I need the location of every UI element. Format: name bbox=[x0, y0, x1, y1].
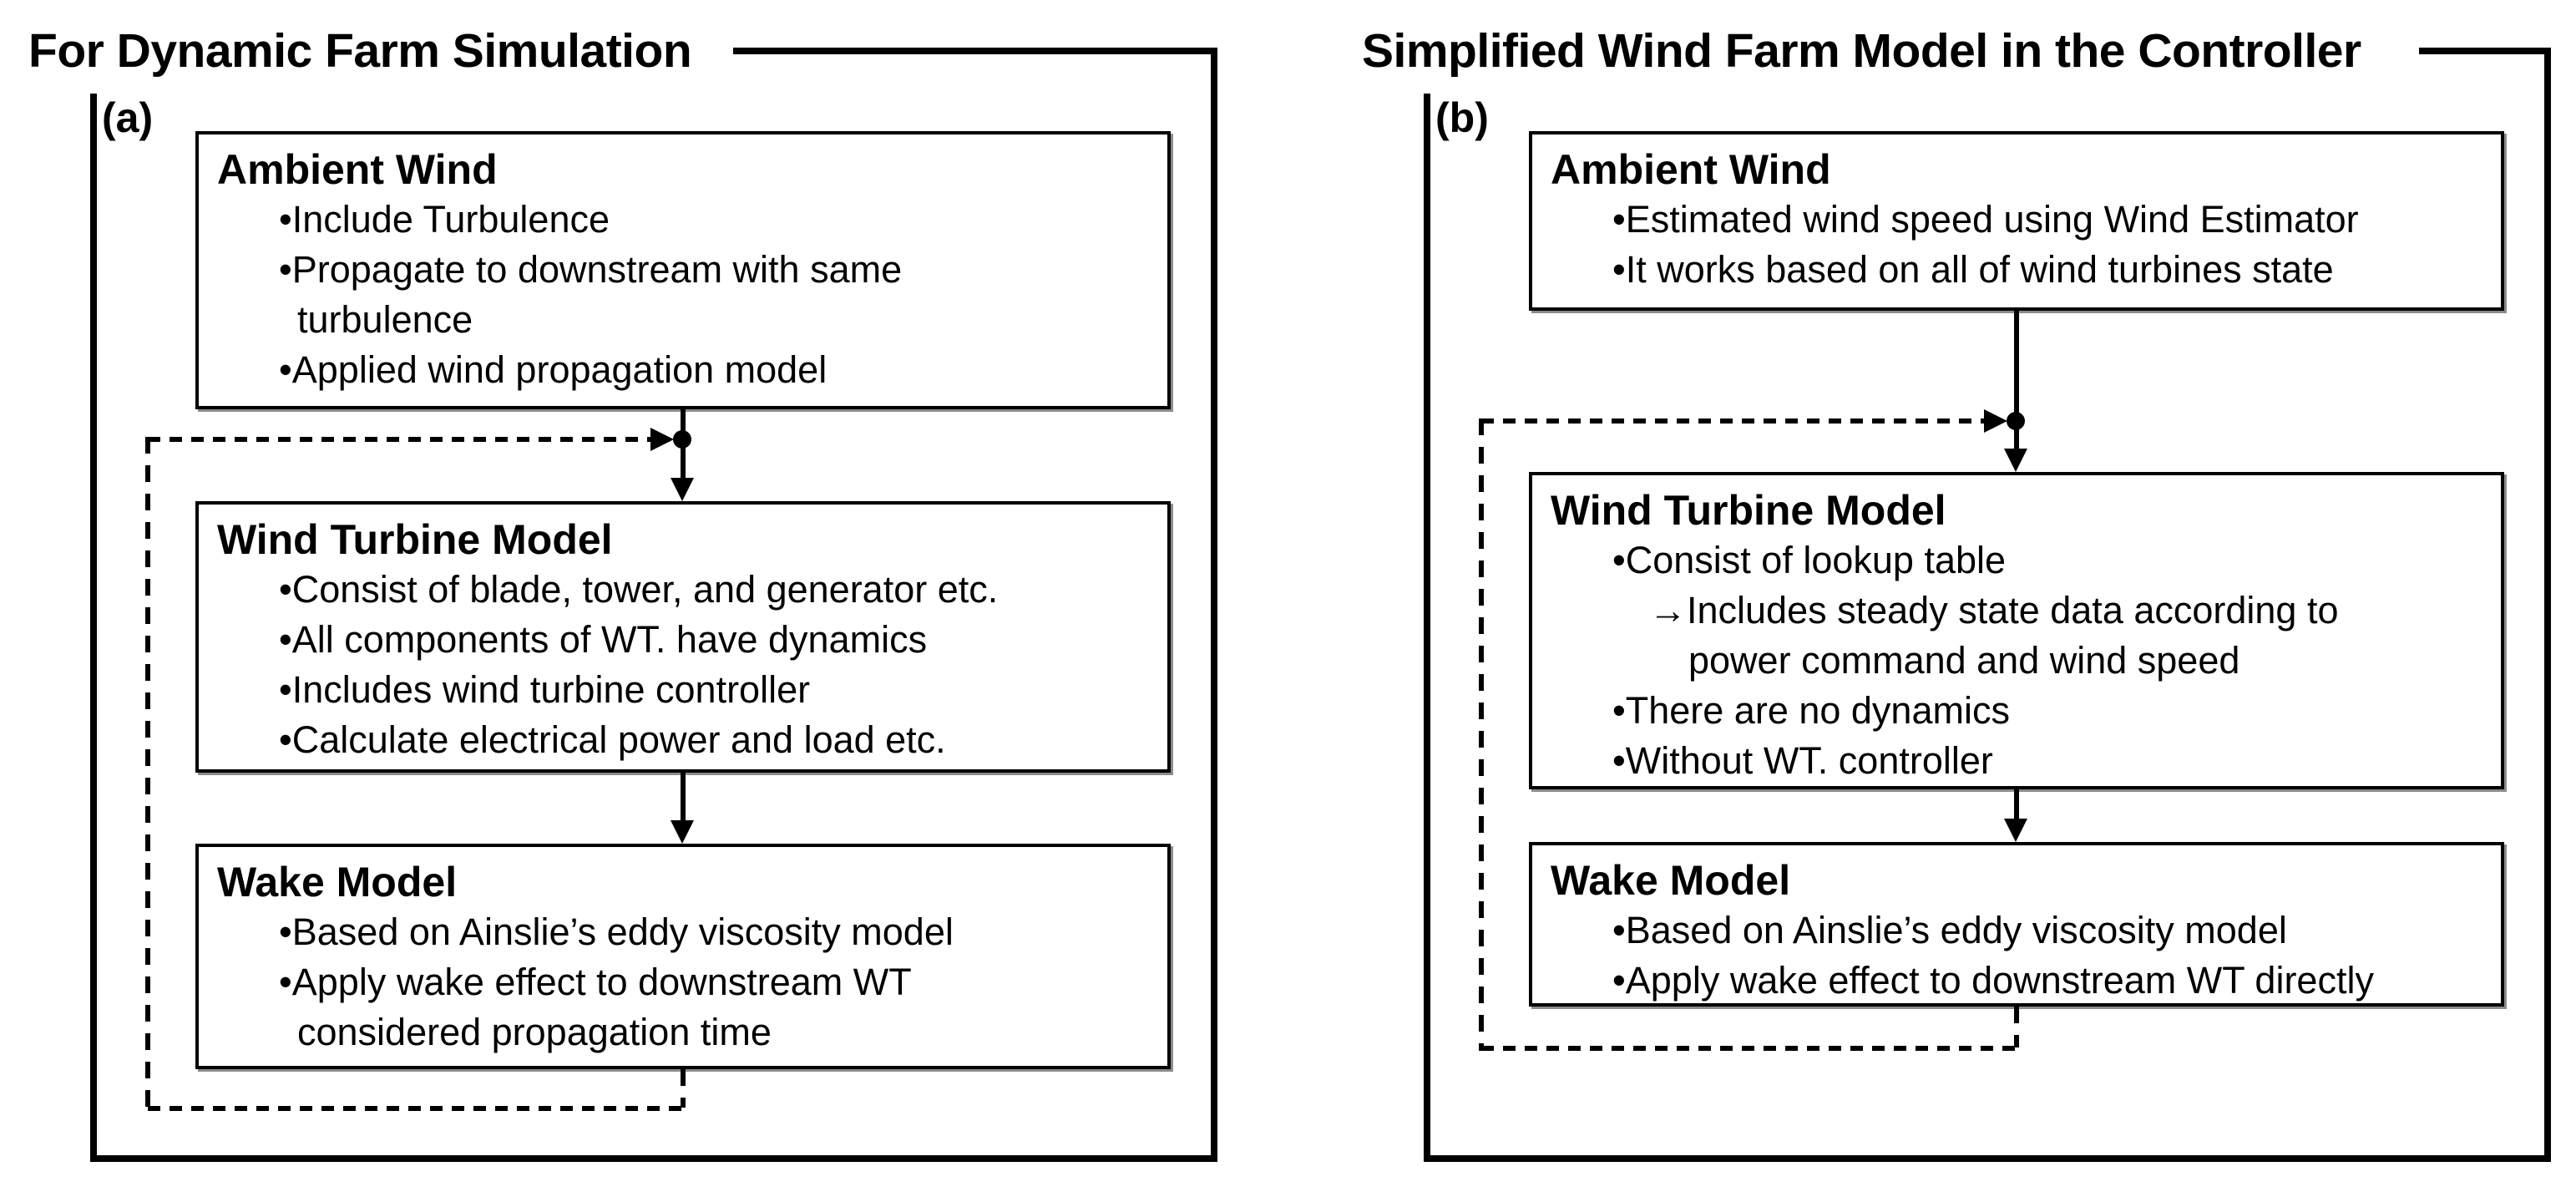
box-heading: Ambient Wind bbox=[217, 146, 498, 193]
feedback-dashed-line-bottom bbox=[148, 1106, 686, 1111]
panel-a-frame-top-line bbox=[733, 48, 1217, 54]
feedback-dashed-line-top bbox=[148, 437, 650, 442]
arrow-down-icon bbox=[2004, 819, 2027, 842]
box-wind-turbine-model-a: Wind Turbine Model •Consist of blade, to… bbox=[195, 501, 1171, 773]
box-heading: Wake Model bbox=[1551, 857, 1791, 904]
feedback-dashed-line-left bbox=[145, 437, 150, 1111]
panel-b-label: (b) bbox=[1430, 94, 1494, 142]
panel-a-dynamic-farm-simulation: For Dynamic Farm Simulation (a) Ambient … bbox=[28, 23, 1217, 1162]
bullet-line: •Apply wake effect to downstream WT dire… bbox=[1612, 959, 2374, 1002]
arrow-note-line: →Includes steady state data according to bbox=[1649, 589, 2339, 631]
box-wake-model-b: Wake Model •Based on Ainslie’s eddy visc… bbox=[1529, 842, 2504, 1007]
connector-ambient-to-turbine bbox=[2014, 311, 2019, 449]
feedback-dashed-line-bottom bbox=[1481, 1046, 2019, 1051]
bullet-line: •Applied wind propagation model bbox=[279, 348, 827, 391]
box-ambient-wind-a: Ambient Wind •Include Turbulence •Propag… bbox=[195, 131, 1171, 409]
arrow-down-icon bbox=[2004, 449, 2027, 472]
bullet-line: •Without WT. controller bbox=[1612, 739, 1993, 782]
panel-b-frame-top-line bbox=[2419, 48, 2551, 54]
panel-a-frame-right-line bbox=[1211, 48, 1217, 1162]
panel-b-frame-left-line bbox=[1424, 94, 1430, 1162]
wrap-line: considered propagation time bbox=[297, 1011, 772, 1053]
junction-dot bbox=[673, 430, 691, 449]
panel-b-title: Simplified Wind Farm Model in the Contro… bbox=[1362, 23, 2375, 79]
panel-b-frame-right-line bbox=[2544, 48, 2551, 1162]
arrow-down-icon bbox=[671, 478, 694, 501]
connector-turbine-to-wake bbox=[2014, 789, 2019, 819]
box-ambient-wind-b: Ambient Wind •Estimated wind speed using… bbox=[1529, 131, 2504, 311]
bullet-line: •Consist of lookup table bbox=[1612, 539, 2007, 581]
panel-a-title: For Dynamic Farm Simulation bbox=[28, 23, 706, 79]
feedback-dashed-stub bbox=[681, 1069, 686, 1108]
arrow-right-icon bbox=[1984, 409, 2007, 433]
panel-a-label: (a) bbox=[97, 94, 159, 142]
bullet-line: •Consist of blade, tower, and generator … bbox=[279, 568, 999, 611]
box-wind-turbine-model-b: Wind Turbine Model •Consist of lookup ta… bbox=[1529, 472, 2504, 789]
panel-b-frame-bottom-line bbox=[1424, 1155, 2551, 1162]
box-wake-model-a: Wake Model •Based on Ainslie’s eddy visc… bbox=[195, 844, 1171, 1069]
bullet-line: •Includes wind turbine controller bbox=[279, 668, 811, 711]
panel-a-frame-bottom-line bbox=[90, 1155, 1217, 1162]
bullet-line: •Based on Ainslie’s eddy viscosity model bbox=[1612, 909, 2287, 951]
wrap-line: power command and wind speed bbox=[1688, 639, 2240, 682]
bullet-line: •Apply wake effect to downstream WT bbox=[279, 961, 912, 1003]
box-heading: Wind Turbine Model bbox=[217, 516, 613, 563]
wrap-line: turbulence bbox=[297, 298, 473, 341]
feedback-dashed-stub bbox=[2014, 1007, 2019, 1047]
bullet-line: •Estimated wind speed using Wind Estimat… bbox=[1612, 198, 2359, 241]
panel-a-frame-left-line bbox=[90, 94, 97, 1162]
bullet-line: •All components of WT. have dynamics bbox=[279, 618, 928, 661]
bullet-line: •Based on Ainslie’s eddy viscosity model bbox=[279, 910, 954, 953]
bullet-line: •Calculate electrical power and load etc… bbox=[279, 718, 946, 761]
panel-b-simplified-wind-farm-model: Simplified Wind Farm Model in the Contro… bbox=[1334, 0, 2576, 1197]
connector-turbine-to-wake bbox=[681, 773, 686, 820]
bullet-line: •There are no dynamics bbox=[1612, 689, 2010, 732]
arrow-down-icon bbox=[671, 820, 694, 844]
junction-dot bbox=[2007, 412, 2025, 430]
bullet-line: •It works based on all of wind turbines … bbox=[1612, 248, 2334, 291]
box-heading: Wake Model bbox=[217, 859, 458, 905]
arrow-right-icon bbox=[650, 428, 674, 451]
bullet-line: •Include Turbulence bbox=[279, 198, 610, 241]
feedback-dashed-line-top bbox=[1481, 418, 1984, 424]
feedback-dashed-line-left bbox=[1479, 418, 1484, 1051]
box-heading: Ambient Wind bbox=[1551, 146, 1831, 193]
box-heading: Wind Turbine Model bbox=[1551, 487, 1946, 534]
bullet-line: •Propagate to downstream with same bbox=[279, 248, 903, 291]
